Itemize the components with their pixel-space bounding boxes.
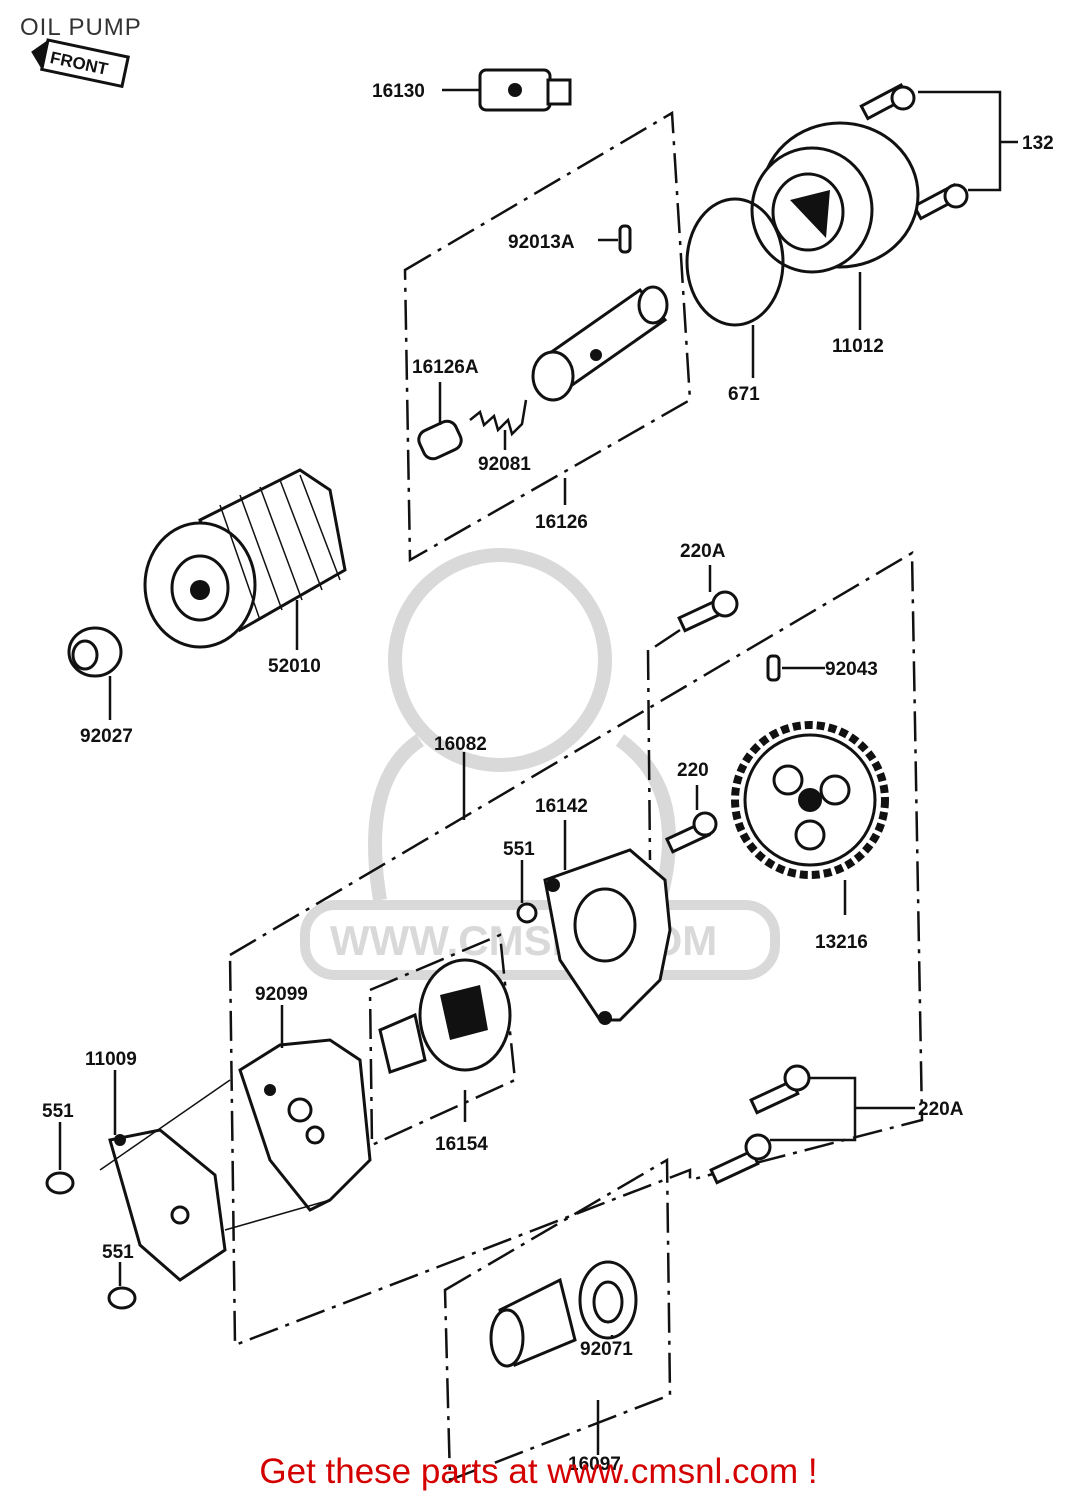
label-16097: 16097 [568,1454,621,1475]
part-220[interactable] [664,811,718,854]
part-220A-right[interactable] [709,1064,811,1185]
part-11009[interactable] [108,1128,227,1282]
label-92081: 92081 [478,454,531,475]
part-92043[interactable] [766,654,781,682]
part-551-left[interactable] [45,1171,75,1195]
label-220A-top: 220A [680,541,726,562]
label-13216: 13216 [815,932,868,953]
label-11012: 11012 [832,336,884,357]
label-551-mid: 551 [503,839,535,860]
part-16126A[interactable] [416,418,465,462]
label-52010: 52010 [268,656,321,677]
part-11012[interactable] [750,121,920,274]
label-551-left: 551 [42,1101,74,1122]
label-16142: 16142 [535,796,588,817]
relief-valve-box [403,110,692,563]
part-52010[interactable] [143,468,347,649]
part-16097[interactable] [489,1277,577,1368]
label-220A-right: 220A [918,1099,964,1120]
part-16142[interactable] [543,848,672,1025]
part-551-mid[interactable] [516,902,538,924]
footer-promo-link[interactable]: Get these parts at www.cmsnl.com ! [259,1452,818,1491]
label-16082: 16082 [434,734,487,755]
part-13216[interactable] [731,721,889,879]
label-220: 220 [677,760,709,781]
label-132: 132 [1022,133,1054,154]
label-92043: 92043 [825,659,878,680]
label-16126A: 16126A [412,357,479,378]
part-16154[interactable] [368,933,517,1147]
part-671[interactable] [685,197,785,327]
part-92013A[interactable] [618,224,632,254]
label-92099: 92099 [255,984,308,1005]
label-551-bottom: 551 [102,1242,134,1263]
part-92099[interactable] [238,1038,372,1212]
label-92027: 92027 [80,726,133,747]
part-92071[interactable] [578,1260,638,1340]
part-92081[interactable] [469,399,528,437]
label-92013A: 92013A [508,232,575,253]
page-title: OIL PUMP [20,14,142,41]
part-16130[interactable] [478,68,572,112]
screen-box [443,1157,672,1482]
part-220A-top[interactable] [677,590,739,633]
part-92027[interactable] [67,626,123,678]
part-relief-valve[interactable] [531,285,669,402]
pump-assembly-box [228,550,924,1347]
label-671: 671 [728,384,760,405]
part-551-bottom[interactable] [107,1286,137,1310]
label-11009: 11009 [85,1049,137,1070]
label-16130: 16130 [372,81,425,102]
front-arrow-icon: FRONT [31,38,130,89]
label-16154: 16154 [435,1134,488,1155]
part-132[interactable] [859,82,969,221]
label-16126: 16126 [535,512,588,533]
label-92071: 92071 [580,1339,633,1360]
